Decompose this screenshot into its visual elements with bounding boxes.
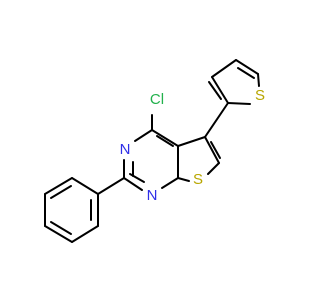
bond — [177, 177, 190, 182]
bond — [207, 162, 220, 175]
bond — [50, 185, 72, 199]
atom-label-nitrogen-lower: N — [147, 187, 158, 204]
phenyl-ring — [44, 177, 99, 243]
atom-label-chlorine: Cl — [150, 91, 164, 108]
bond — [134, 129, 153, 142]
bond — [123, 177, 143, 191]
bond — [204, 136, 220, 164]
bond — [44, 225, 73, 243]
bond — [211, 76, 229, 104]
bond — [208, 81, 222, 100]
pyrimidine-ring — [97, 114, 179, 195]
bond — [71, 177, 99, 195]
bond — [235, 59, 259, 75]
thiophene-substituent-ring — [204, 59, 260, 138]
atom-label-sulfur-fused: S — [193, 171, 203, 188]
fused-thiophene-ring — [177, 136, 221, 182]
bond — [44, 177, 73, 195]
bond — [97, 177, 125, 195]
bond — [129, 173, 145, 183]
bond — [50, 221, 72, 235]
bond — [211, 59, 237, 78]
atom-label-nitrogen-upper: N — [120, 141, 131, 158]
bond — [257, 73, 260, 87]
bond — [227, 102, 251, 105]
bond — [156, 135, 174, 147]
bond — [177, 136, 206, 147]
bond — [204, 102, 229, 138]
atom-label-sulfur-thiophene: S — [255, 87, 265, 104]
bond — [71, 225, 99, 243]
molecule-structure: Cl N N S S — [44, 59, 265, 243]
bond — [151, 129, 179, 147]
bond — [210, 141, 221, 159]
bond — [161, 177, 179, 189]
molecule-canvas: Cl N N S S — [44, 59, 265, 243]
bond — [237, 67, 255, 79]
